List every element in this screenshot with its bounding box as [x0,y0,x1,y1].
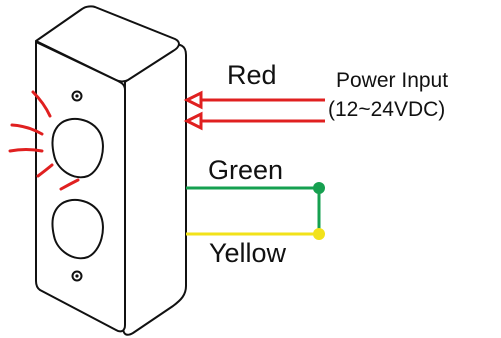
yellow-junction-dot [313,228,325,240]
voltage-range-label: (12~24VDC) [328,98,446,121]
lower-push-button [51,198,104,260]
glow-ray-5 [59,178,80,191]
red-wire-pair [183,90,325,131]
glow-ray-4 [36,163,54,178]
red-wire-label: Red [227,60,277,90]
upper-push-button [51,117,104,179]
green-wire-label: Green [208,155,284,185]
device-front-face [35,41,126,333]
yellow-wire-label: Yellow [209,238,287,268]
glow-ray-2 [10,123,44,136]
power-input-label: Power Input [336,69,449,92]
green-junction-dot [313,182,325,194]
device-top-face [35,5,180,83]
glow-ray-1 [31,90,52,118]
device-right-side [122,43,187,336]
glow-ray-3 [8,148,44,153]
